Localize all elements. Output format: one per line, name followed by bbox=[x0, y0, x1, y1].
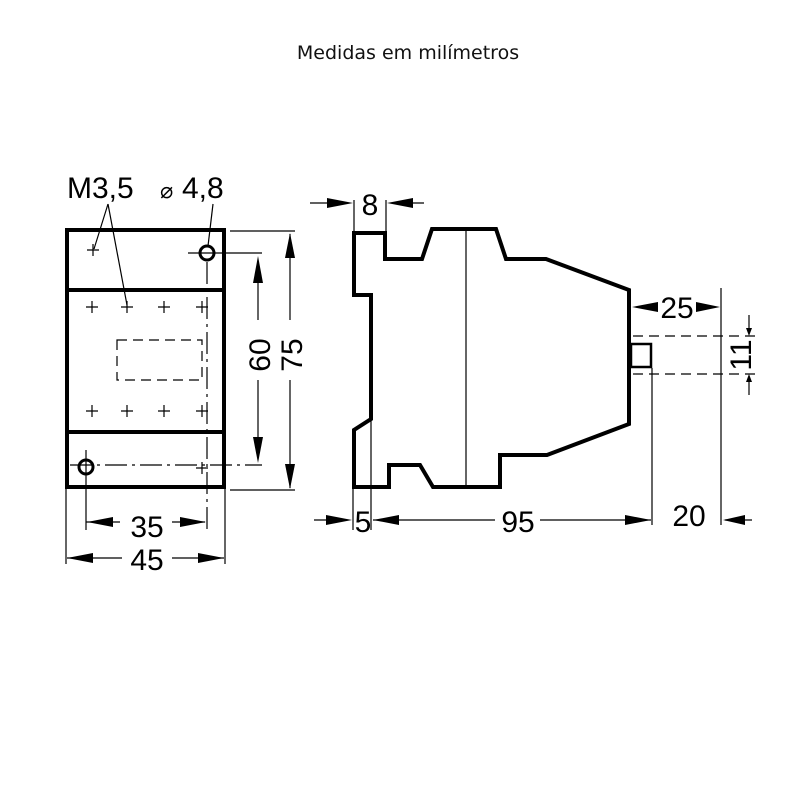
dim-button-depth: 25 bbox=[660, 292, 693, 325]
dim-60-arrow-top bbox=[253, 256, 263, 283]
dim-11-arrow-bottom bbox=[746, 374, 752, 382]
dim-95-arrow-left bbox=[373, 515, 399, 525]
actuator-button bbox=[629, 342, 653, 369]
side-profile-outline bbox=[352, 227, 631, 489]
dim-35-arrow-left bbox=[87, 517, 113, 527]
thread-label: M3,5 bbox=[67, 172, 134, 205]
dim-8-arrow-left bbox=[327, 198, 353, 208]
dim-45-arrow-right bbox=[198, 553, 224, 563]
dim-35-arrow-right bbox=[180, 517, 206, 527]
dim-button-total: 20 bbox=[672, 500, 705, 533]
thread-leader-2 bbox=[107, 203, 128, 306]
front-view: M3,5 ⌀ 4,8 60 75 35 45 bbox=[65, 172, 309, 577]
thread-leader-1 bbox=[93, 203, 109, 250]
dim-total-width: 45 bbox=[130, 544, 163, 577]
dim-rail-step: 8 bbox=[362, 189, 379, 222]
dim-45-arrow-left bbox=[67, 553, 93, 563]
drawing-title: Medidas em milímetros bbox=[296, 42, 520, 64]
dim-body-depth: 95 bbox=[501, 506, 534, 539]
hole-leader bbox=[207, 203, 214, 247]
side-view: 8 5 95 20 25 11 bbox=[310, 189, 758, 539]
dim-60-arrow-bottom bbox=[253, 437, 263, 463]
label-window bbox=[116, 339, 203, 381]
dim-button-height: 11 bbox=[725, 339, 758, 370]
dim-mount-width: 35 bbox=[130, 511, 163, 544]
hole-label: 4,8 bbox=[182, 172, 224, 205]
dim-11-arrow-top bbox=[746, 328, 752, 336]
dim-95-arrow-right bbox=[625, 515, 651, 525]
diameter-symbol: ⌀ bbox=[160, 179, 173, 204]
dim-20-arrow-right bbox=[723, 515, 745, 525]
dim-5-arrow-left bbox=[326, 515, 352, 525]
dim-mount-height: 60 bbox=[244, 338, 277, 371]
front-body-outline bbox=[65, 228, 226, 489]
dim-75-arrow-top bbox=[285, 233, 295, 258]
dim-75-arrow-bottom bbox=[285, 464, 295, 489]
terminal-crosses bbox=[86, 244, 208, 474]
dim-base-offset: 5 bbox=[355, 506, 372, 539]
dim-25-arrow-right bbox=[696, 302, 720, 312]
dim-8-arrow-right bbox=[387, 198, 413, 208]
dim-total-height: 75 bbox=[276, 338, 309, 371]
dim-25-arrow-left bbox=[632, 302, 658, 312]
